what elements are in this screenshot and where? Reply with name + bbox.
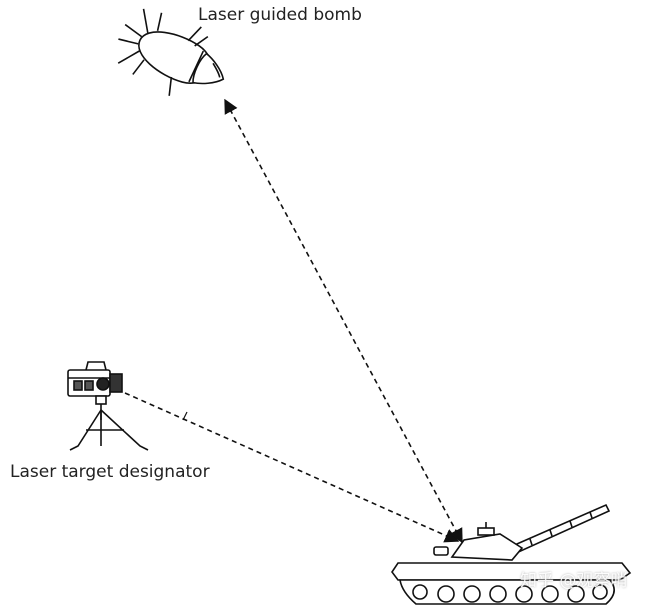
laser-designator-icon <box>67 361 149 451</box>
bomb-label: Laser guided bomb <box>198 5 362 25</box>
watermark: 知乎 @观察哨 <box>520 571 628 591</box>
beam-tick-mark <box>182 411 188 421</box>
laser-guided-bomb-icon <box>117 8 225 96</box>
reflected-laser-line <box>224 98 463 544</box>
tank-target-icon <box>391 503 632 605</box>
designator-label: Laser target designator <box>10 462 210 482</box>
